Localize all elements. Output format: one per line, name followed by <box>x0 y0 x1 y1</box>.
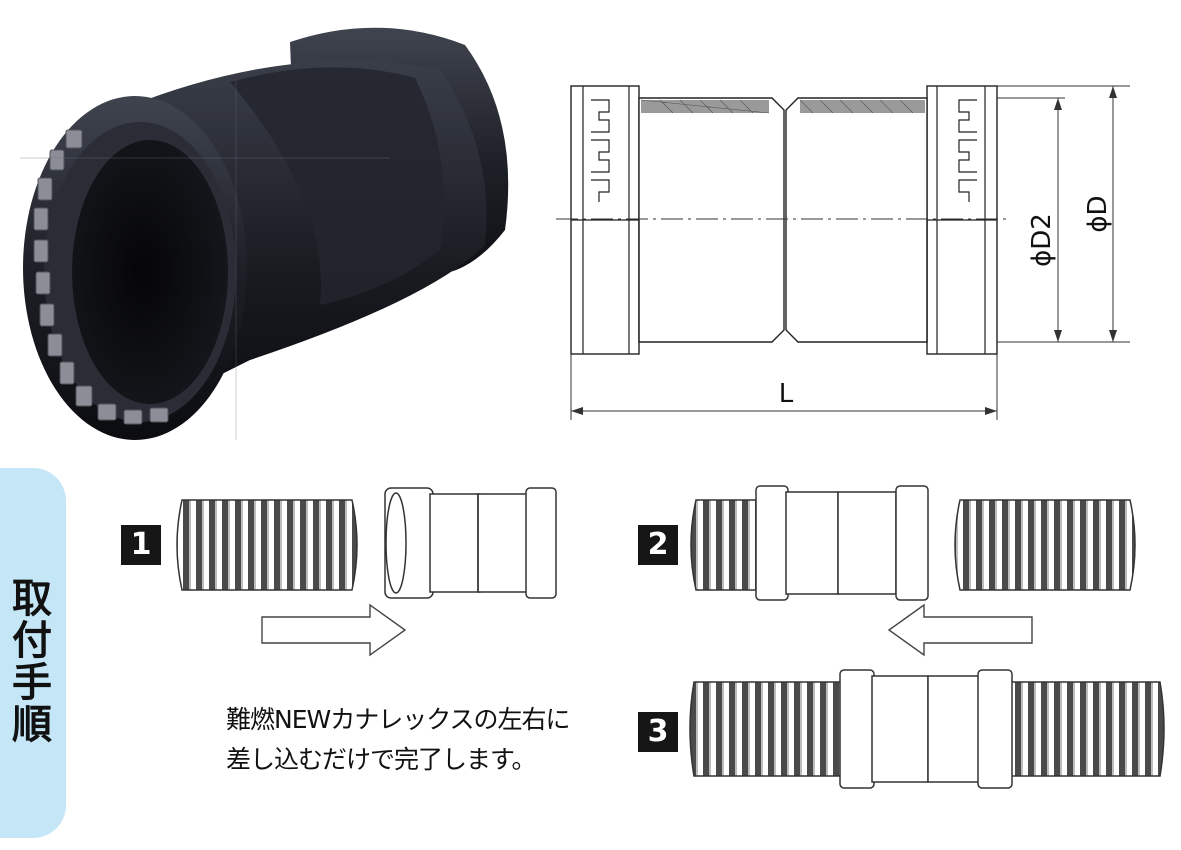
sidebar-char: 付 <box>12 618 52 664</box>
instruction-line-2: 差し込むだけで完了します。 <box>226 745 537 774</box>
sidebar-char: 手 <box>12 660 52 706</box>
conduit-step2-right <box>954 499 1136 591</box>
dimension-lines <box>570 85 1130 420</box>
conduit-step1 <box>176 499 358 591</box>
section-hatch <box>640 99 925 114</box>
sidebar-char: 取 <box>12 576 52 622</box>
sidebar-tab <box>0 468 66 838</box>
inner-diameter-label: ϕD2 <box>1027 213 1057 267</box>
length-label: L <box>779 379 794 409</box>
instruction-text: 難燃NEWカナレックスの左右に 差し込むだけで完了します。 <box>226 700 570 780</box>
conduit-step2-left <box>690 499 771 591</box>
sidebar-char: 順 <box>12 702 52 748</box>
coupling-step1 <box>384 487 557 599</box>
middle-band <box>230 67 445 305</box>
step-badge-1: 1 <box>121 525 161 565</box>
step-badge-3: 3 <box>638 712 678 752</box>
coupling-step2 <box>755 485 929 601</box>
gripping-claws <box>33 129 169 425</box>
step-badge-2: 2 <box>638 525 678 565</box>
arrow-left-step2 <box>887 603 1033 657</box>
outer-diameter-label: ϕD <box>1083 195 1113 232</box>
coupling-step3 <box>839 669 1013 789</box>
coupling-opening <box>72 140 228 404</box>
sidebar-title: 取 付 手 順 <box>8 578 56 746</box>
arrow-right-step1 <box>261 603 407 657</box>
instruction-line-1: 難燃NEWカナレックスの左右に <box>226 705 570 734</box>
